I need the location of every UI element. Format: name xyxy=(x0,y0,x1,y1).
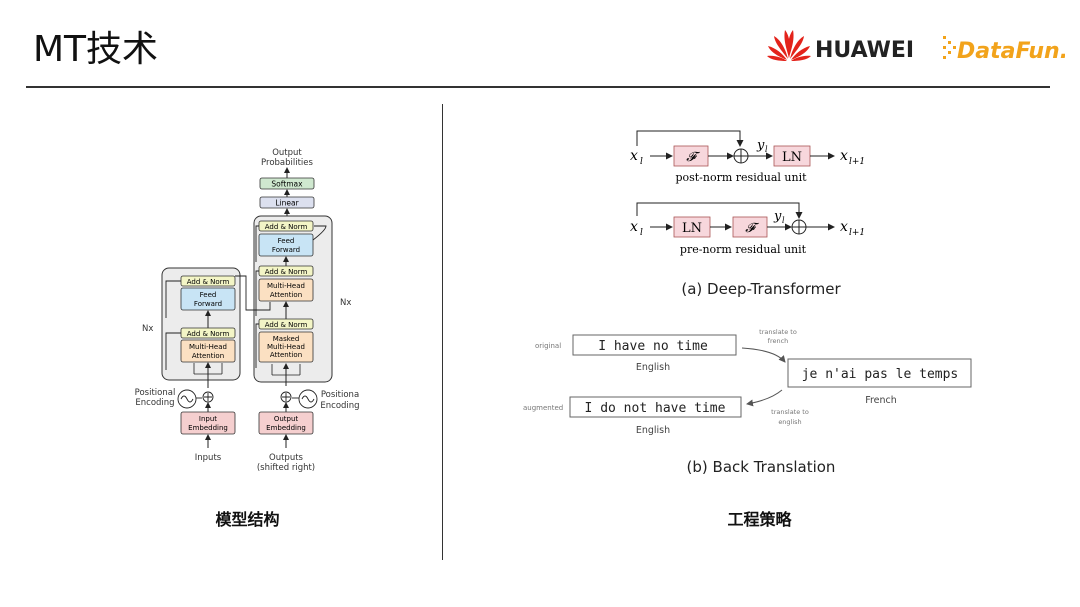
pre-y-l-sub: l xyxy=(782,216,785,225)
augmented-sentence-box xyxy=(569,396,742,418)
encoder-feed-forward-label-2: Forward xyxy=(194,300,222,308)
post-norm-unit: x l 𝓕 y l LN x l+1 post-norm residual un… xyxy=(630,130,865,184)
translate-to-english-1: translate to xyxy=(771,408,809,416)
post-y-l-sub: l xyxy=(765,145,768,154)
outputs-label-2: (shifted right) xyxy=(257,463,315,473)
deep-transformer-caption: (a) Deep-Transformer xyxy=(681,280,841,298)
translate-to-french-1: translate to xyxy=(759,328,797,336)
column-divider xyxy=(442,104,443,560)
pre-ln-label: LN xyxy=(682,221,702,236)
back-translation-caption: (b) Back Translation xyxy=(687,458,836,476)
positional-encoding-left-1: Positional xyxy=(135,388,176,398)
positional-encoding-left-2: Encoding xyxy=(135,398,174,408)
decoder-add-norm-3-label: Add & Norm xyxy=(265,223,308,231)
encoder-mha-label-1: Multi-Head xyxy=(189,343,227,351)
transformer-architecture-diagram: Output Probabilities Softmax Linear Nx A… xyxy=(135,148,360,473)
header-rule xyxy=(26,86,1050,88)
input-embedding-label-1: Input xyxy=(199,415,217,423)
output-embedding-label-2: Embedding xyxy=(266,424,306,432)
pre-x-next: x xyxy=(840,219,848,235)
translate-to-english-2: english xyxy=(778,418,801,426)
post-norm-label: post-norm residual unit xyxy=(675,171,807,184)
pre-x-l-sub: l xyxy=(640,228,643,238)
slide-title: MT技术 xyxy=(33,29,159,70)
decoder-add-norm-1-label: Add & Norm xyxy=(265,321,308,329)
decoder-masked-mha-label-2: Multi-Head xyxy=(267,343,305,351)
original-label: original xyxy=(535,342,561,350)
original-lang: English xyxy=(636,362,670,373)
post-ln-label: LN xyxy=(782,150,802,165)
huawei-logo-text: HUAWEI xyxy=(815,38,914,63)
decoder-nx-label: Nx xyxy=(340,298,351,308)
pre-y-l: y xyxy=(773,209,782,224)
decoder-masked-mha-label-3: Attention xyxy=(270,351,302,359)
translate-to-french-2: french xyxy=(768,337,789,345)
pre-norm-unit: x l LN 𝓕 y l x l+1 pre-norm residual uni… xyxy=(630,202,865,256)
huawei-logo-icon xyxy=(767,30,811,61)
output-embedding-label-1: Output xyxy=(274,415,299,423)
encoder-add-norm-2-label: Add & Norm xyxy=(187,278,230,286)
decoder-mha-label-2: Attention xyxy=(270,291,302,299)
pre-x-next-sub: l+1 xyxy=(849,228,865,238)
original-sentence-box xyxy=(572,334,737,356)
post-x-next-sub: l+1 xyxy=(849,157,865,167)
pre-norm-label: pre-norm residual unit xyxy=(680,243,807,256)
decoder-masked-mha-label-1: Masked xyxy=(273,335,300,343)
original-sentence: I have no time xyxy=(598,339,708,354)
positional-encoding-right-2: Encoding xyxy=(320,401,359,411)
encoder-add-norm-1-label: Add & Norm xyxy=(187,330,230,338)
datafun-logo-icon xyxy=(943,36,956,59)
linear-label: Linear xyxy=(275,199,299,208)
left-caption: 模型结构 xyxy=(215,510,280,529)
back-translation-diagram: original I have no time English translat… xyxy=(523,328,972,476)
augmented-label: augmented xyxy=(523,404,563,412)
inputs-label: Inputs xyxy=(195,453,222,463)
post-x-next: x xyxy=(840,148,848,164)
decoder-add-norm-2-label: Add & Norm xyxy=(265,268,308,276)
right-caption: 工程策略 xyxy=(727,510,792,529)
post-x-l: x xyxy=(630,148,638,164)
post-y-l: y xyxy=(756,138,765,153)
deep-transformer-diagram: x l 𝓕 y l LN x l+1 post-norm residual un… xyxy=(630,130,865,298)
decoder-feed-forward-label-1: Feed xyxy=(278,237,295,245)
pre-x-l: x xyxy=(630,219,638,235)
french-sentence: je n'ai pas le temps xyxy=(802,367,959,382)
french-lang: French xyxy=(865,395,897,406)
output-probabilities-label-2: Probabilities xyxy=(261,158,313,168)
encoder-nx-label: Nx xyxy=(142,324,153,334)
outputs-label-1: Outputs xyxy=(269,453,304,463)
augmented-lang: English xyxy=(636,425,670,436)
decoder-feed-forward-label-2: Forward xyxy=(272,246,300,254)
logo-bar: HUAWEI DataFun. xyxy=(767,30,1065,64)
decoder-masked-mha-box xyxy=(258,331,314,363)
decoder-mha-label-1: Multi-Head xyxy=(267,282,305,290)
positional-encoding-right-1: Positiona xyxy=(321,390,359,400)
datafun-logo-text: DataFun. xyxy=(957,39,1065,64)
output-probabilities-label-1: Output xyxy=(272,148,302,158)
augmented-sentence: I do not have time xyxy=(585,401,726,416)
post-x-l-sub: l xyxy=(640,157,643,167)
french-sentence-box xyxy=(787,358,972,388)
encoder-feed-forward-label-1: Feed xyxy=(200,291,217,299)
encoder-mha-label-2: Attention xyxy=(192,352,224,360)
input-embedding-label-2: Embedding xyxy=(188,424,228,432)
softmax-label: Softmax xyxy=(271,180,303,189)
